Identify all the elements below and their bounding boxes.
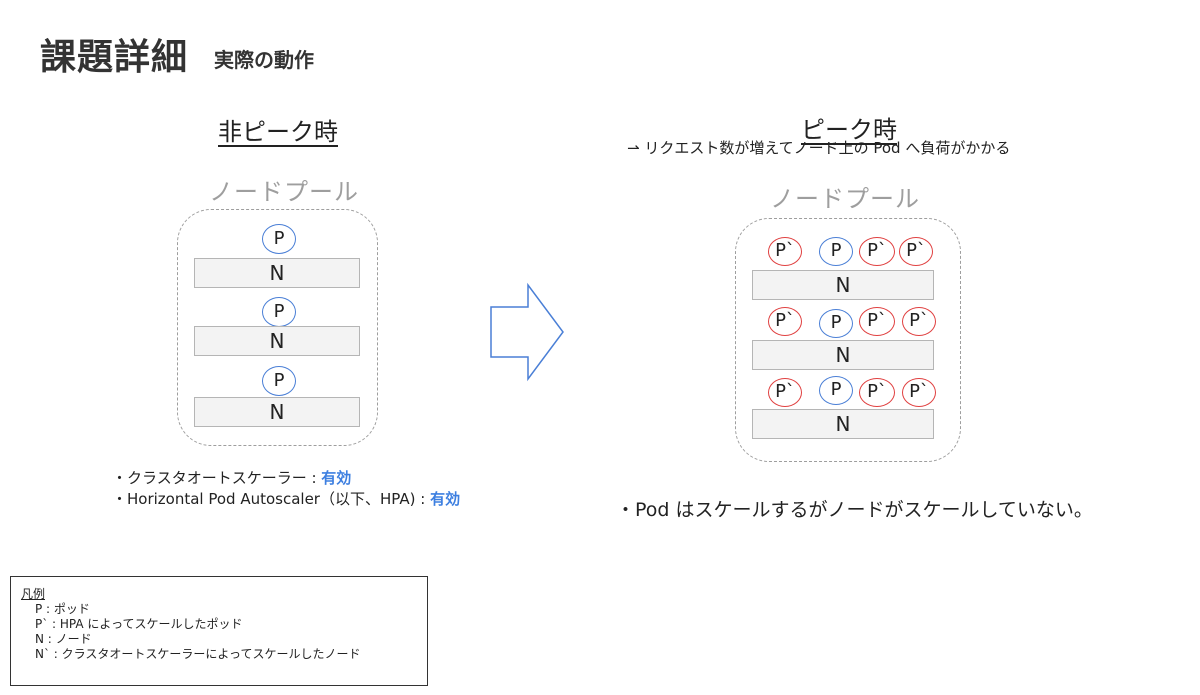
status-badge: 有効 [321,469,352,487]
right-node-pool [735,218,961,462]
scaled-pod: P` [768,237,802,266]
pod: P [262,297,296,327]
node: N [752,340,934,370]
peak-heading: ピーク時 [801,116,897,144]
peak-note: ⇀ リクエスト数が増えてノード上の Pod へ負荷がかかる [627,139,1011,157]
node: N [194,397,360,427]
legend-item: N : ノード [35,632,92,646]
peak-conclusion: ・Pod はスケールするがノードがスケールしていない。 [616,499,1093,521]
legend-item: N` : クラスタオートスケーラーによってスケールしたノード [35,647,361,661]
node: N [752,409,934,439]
left-node-pool [177,209,378,446]
pod: P [819,376,853,405]
pod: P [262,224,296,254]
scaled-pod: P` [859,378,895,407]
right-node-pool-label: ノードプール [770,185,920,213]
node: N [752,270,934,300]
non-peak-heading: 非ピーク時 [218,118,338,146]
legend-item: P` : HPA によってスケールしたポッド [35,617,243,631]
legend-box: 凡例 P : ポッド P` : HPA によってスケールしたポッド N : ノー… [10,576,428,686]
node: N [194,258,360,288]
page-subtitle: 実際の動作 [214,48,314,72]
scaled-pod: P` [859,307,895,336]
left-node-pool-label: ノードプール [209,178,359,206]
legend-title: 凡例 [21,587,46,601]
scaled-pod: P` [899,237,933,266]
hpa-status: ・Horizontal Pod Autoscaler（以下、HPA) : 有効 [112,490,461,508]
pod: P [819,237,853,266]
scaled-pod: P` [902,378,936,407]
node: N [194,326,360,356]
scaled-pod: P` [902,307,936,336]
right-arrow-icon [490,282,564,382]
status-badge: 有効 [430,490,461,508]
scaled-pod: P` [768,307,802,336]
page-title: 課題詳細 [40,37,189,78]
scaled-pod: P` [859,237,895,266]
legend-item: P : ポッド [35,602,90,616]
scaled-pod: P` [768,378,802,407]
pod: P [262,366,296,396]
cluster-autoscaler-status: ・クラスタオートスケーラー : 有効 [112,469,352,487]
pod: P [819,309,853,338]
